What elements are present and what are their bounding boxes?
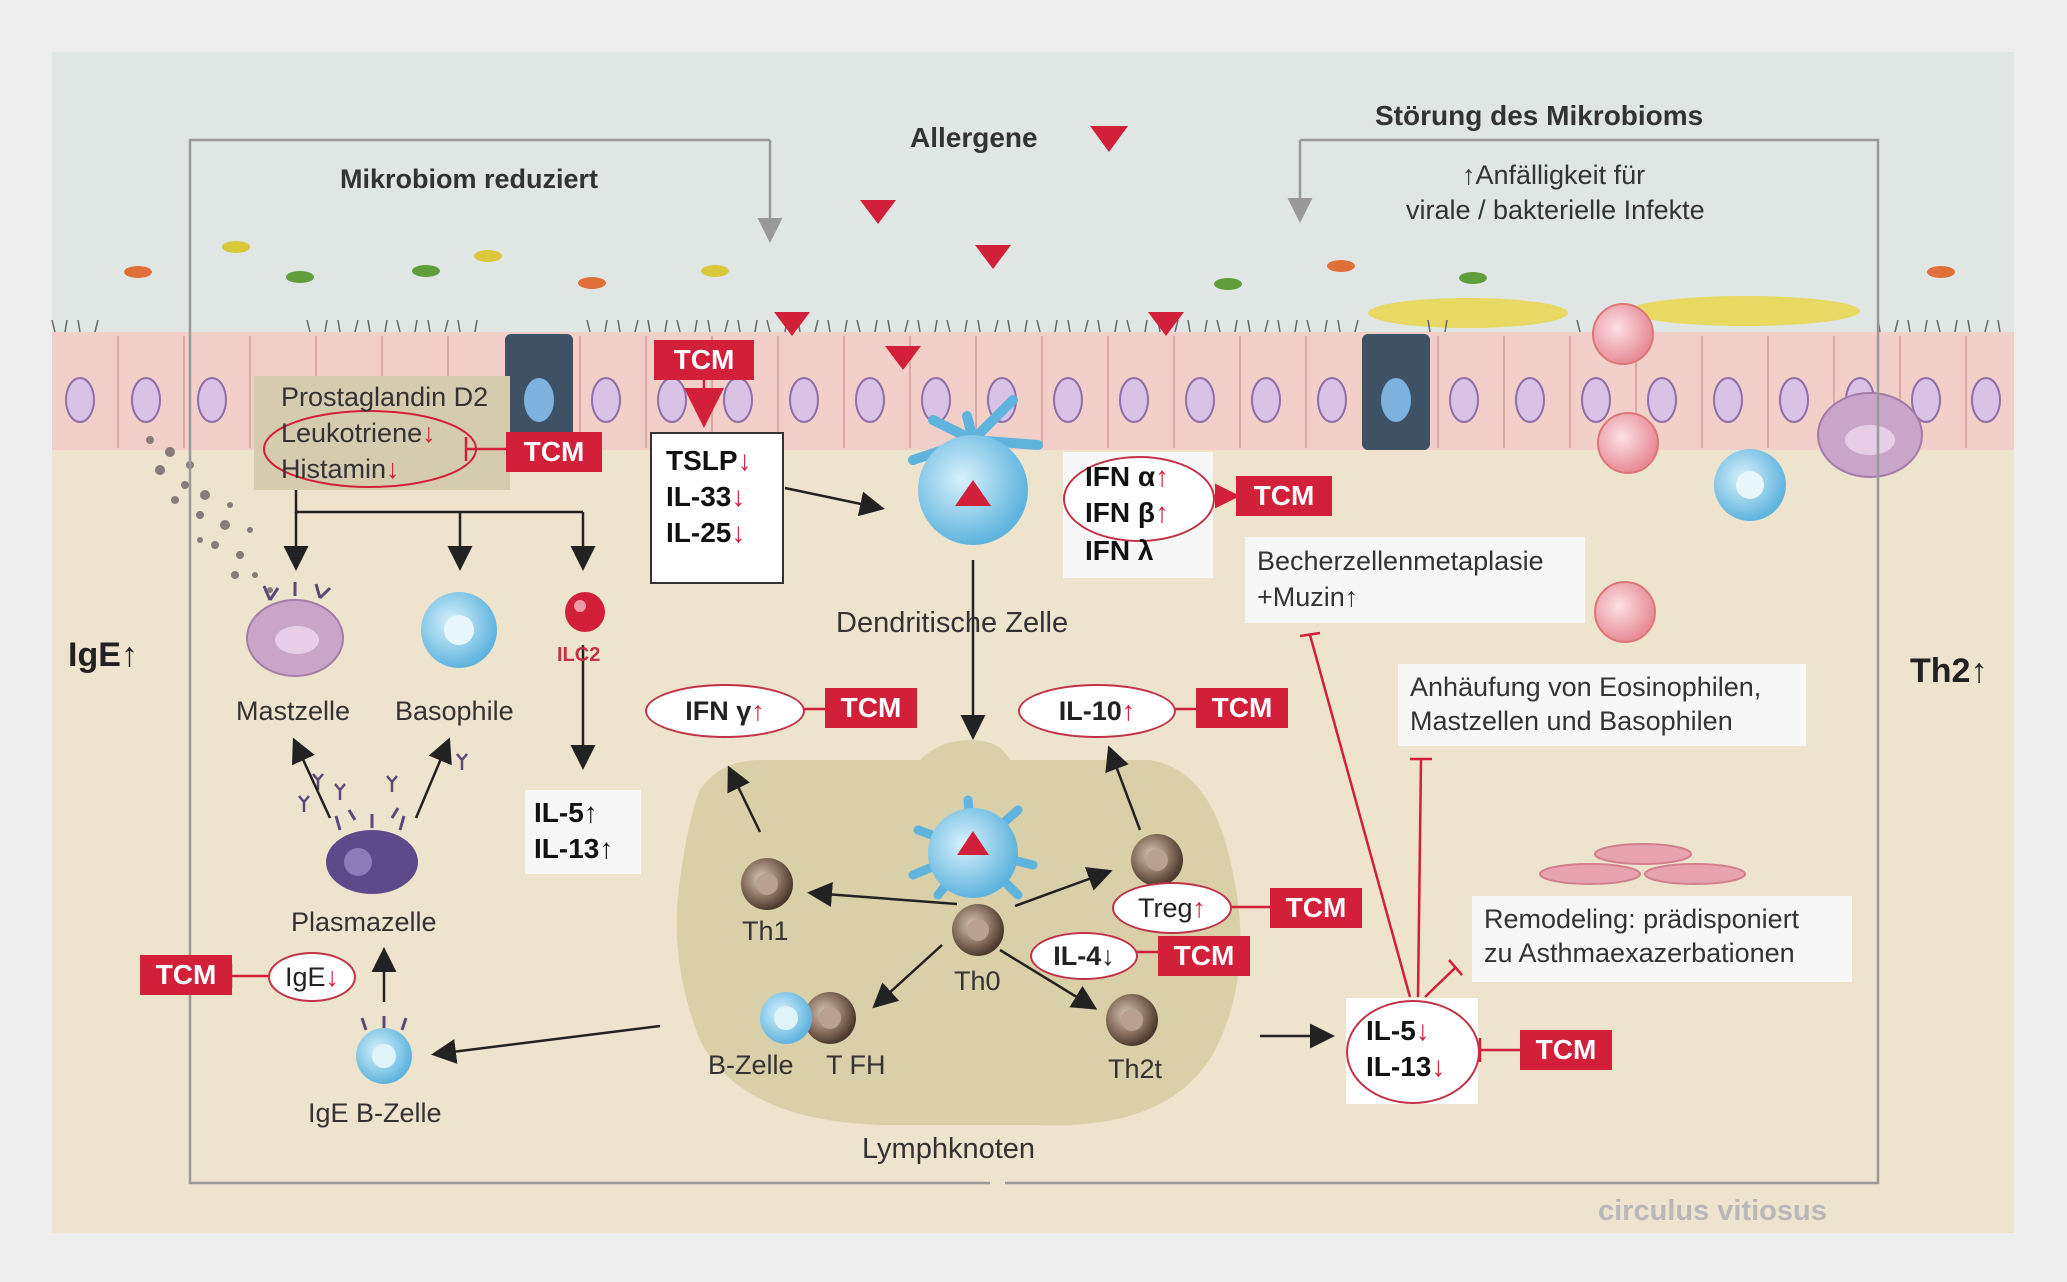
microbiome-dots xyxy=(124,241,1955,290)
ige-bcell-label: IgE B-Zelle xyxy=(308,1098,442,1128)
mast-cell-label: Mastzelle xyxy=(236,696,351,726)
treg-oval: Treg↑ xyxy=(1112,882,1232,934)
ifn-oval xyxy=(1063,456,1215,542)
granule-cloud xyxy=(146,436,273,593)
dendritic-cell xyxy=(908,395,1043,545)
ige-up-label: IgE↑ xyxy=(68,636,138,674)
remodeling-note-box xyxy=(1472,896,1852,982)
tcm-badge-mediators: TCM xyxy=(506,432,602,472)
ilc2-cytokine-box xyxy=(525,790,641,874)
tcm-badge-ifn-gamma: TCM xyxy=(825,688,917,728)
il10-oval: IL-10↑ xyxy=(1018,684,1176,738)
remodeling-line2: zu Asthmaexazerbationen xyxy=(1484,938,1795,968)
basophil-right xyxy=(1714,449,1786,521)
accumulation-note-box xyxy=(1398,664,1806,746)
accumulation-line2: Mastzellen und Basophilen xyxy=(1410,706,1733,736)
tcm-badge-treg: TCM xyxy=(1270,888,1362,928)
goblet-cell-right xyxy=(1362,334,1430,450)
prostaglandin-label: Prostaglandin D2 xyxy=(281,382,489,412)
antibodies xyxy=(298,753,468,812)
dendritic-cell-label: Dendritische Zelle xyxy=(836,607,1069,639)
ilc2-label: ILC2 xyxy=(557,644,601,666)
ifn-gamma-oval: IFN γ↑ xyxy=(645,684,805,738)
tfh-label: T FH xyxy=(826,1050,886,1080)
remodeling-line1: Remodeling: prädisponiert xyxy=(1484,904,1800,934)
frame-right xyxy=(1005,138,1880,1185)
il4-oval: IL-4↓ xyxy=(1030,932,1138,980)
susceptibility-line1: ↑Anfälligkeit für xyxy=(1462,160,1646,190)
ige-b-cell xyxy=(356,1016,412,1084)
eosinophil-right xyxy=(1817,392,1923,478)
infected-cells xyxy=(1592,303,1659,643)
il25-label: IL-25↓ xyxy=(666,517,746,548)
il13-down-label: IL-13↓ xyxy=(1366,1051,1446,1082)
goblet-line2: +Muzin↑ xyxy=(1257,582,1359,612)
histamin-label: Histamin↓ xyxy=(281,454,400,484)
tslp-label: TSLP↓ xyxy=(666,445,752,476)
lymph-node-label: Lymphknoten xyxy=(862,1133,1036,1165)
il33-label: IL-33↓ xyxy=(666,481,746,512)
mucus xyxy=(1368,296,1860,328)
airway-lumen xyxy=(52,52,2014,332)
goblet-note-box xyxy=(1245,537,1585,623)
th1-label: Th1 xyxy=(742,916,789,946)
bcell-label: B-Zelle xyxy=(708,1050,794,1080)
mast-cell xyxy=(246,582,344,677)
th0-label: Th0 xyxy=(954,966,1001,996)
ifn-alpha-label: IFN α↑ xyxy=(1085,461,1170,492)
frame-left xyxy=(188,138,990,1185)
tcm-badge-il5-il13: TCM xyxy=(1520,1030,1612,1070)
microbiome-reduced-label: Mikrobiom reduziert xyxy=(340,164,599,194)
basophile-label: Basophile xyxy=(395,696,514,726)
plasma-cell xyxy=(326,807,418,894)
goblet-cell-left xyxy=(505,334,573,450)
tcm-badge-ifn: TCM xyxy=(1236,476,1332,516)
il13-up-label: IL-13↑ xyxy=(534,833,614,864)
tcm-badge-epithelium: TCM xyxy=(654,340,754,380)
allergen-triangles xyxy=(774,126,1184,370)
plasma-cell-label: Plasmazelle xyxy=(291,907,437,937)
il5-up-label: IL-5↑ xyxy=(534,797,598,828)
epithelial-cytokine-box: TSLP↓ IL-33↓ IL-25↓ xyxy=(650,432,784,584)
ifn-lambda-label: IFN λ xyxy=(1085,535,1154,566)
il5-down-label: IL-5↓ xyxy=(1366,1015,1430,1046)
lymph-cells xyxy=(741,834,1183,1046)
tcm-badge-ige: TCM xyxy=(140,955,232,995)
ifn-beta-label: IFN β↑ xyxy=(1085,497,1169,528)
tcm-badge-il4: TCM xyxy=(1158,936,1250,976)
susceptibility-line2: virale / bakterielle Infekte xyxy=(1406,195,1705,225)
circulus-vitiosus-label: circulus vitiosus xyxy=(1598,1195,1827,1227)
basophil-cell xyxy=(421,592,497,668)
ilc2-cell xyxy=(565,592,605,632)
il5-il13-oval xyxy=(1346,1000,1480,1104)
accumulation-line1: Anhäufung von Eosinophilen, xyxy=(1410,672,1762,702)
dendritic-cell-lymph xyxy=(908,795,1038,900)
tcm-badge-il10: TCM xyxy=(1196,688,1288,728)
th2-up-label: Th2↑ xyxy=(1910,652,1988,690)
goblet-line1: Becherzellenmetaplasie xyxy=(1257,546,1544,576)
ige-down-oval: IgE↓ xyxy=(268,952,356,1002)
smooth-muscle-cells xyxy=(1539,843,1746,885)
leukotriene-label: Leukotriene↓ xyxy=(281,418,436,448)
allergens-label: Allergene xyxy=(910,122,1038,153)
th2-label: Th2t xyxy=(1108,1054,1163,1084)
microbiome-disturbance-label: Störung des Mikrobioms xyxy=(1375,100,1704,131)
